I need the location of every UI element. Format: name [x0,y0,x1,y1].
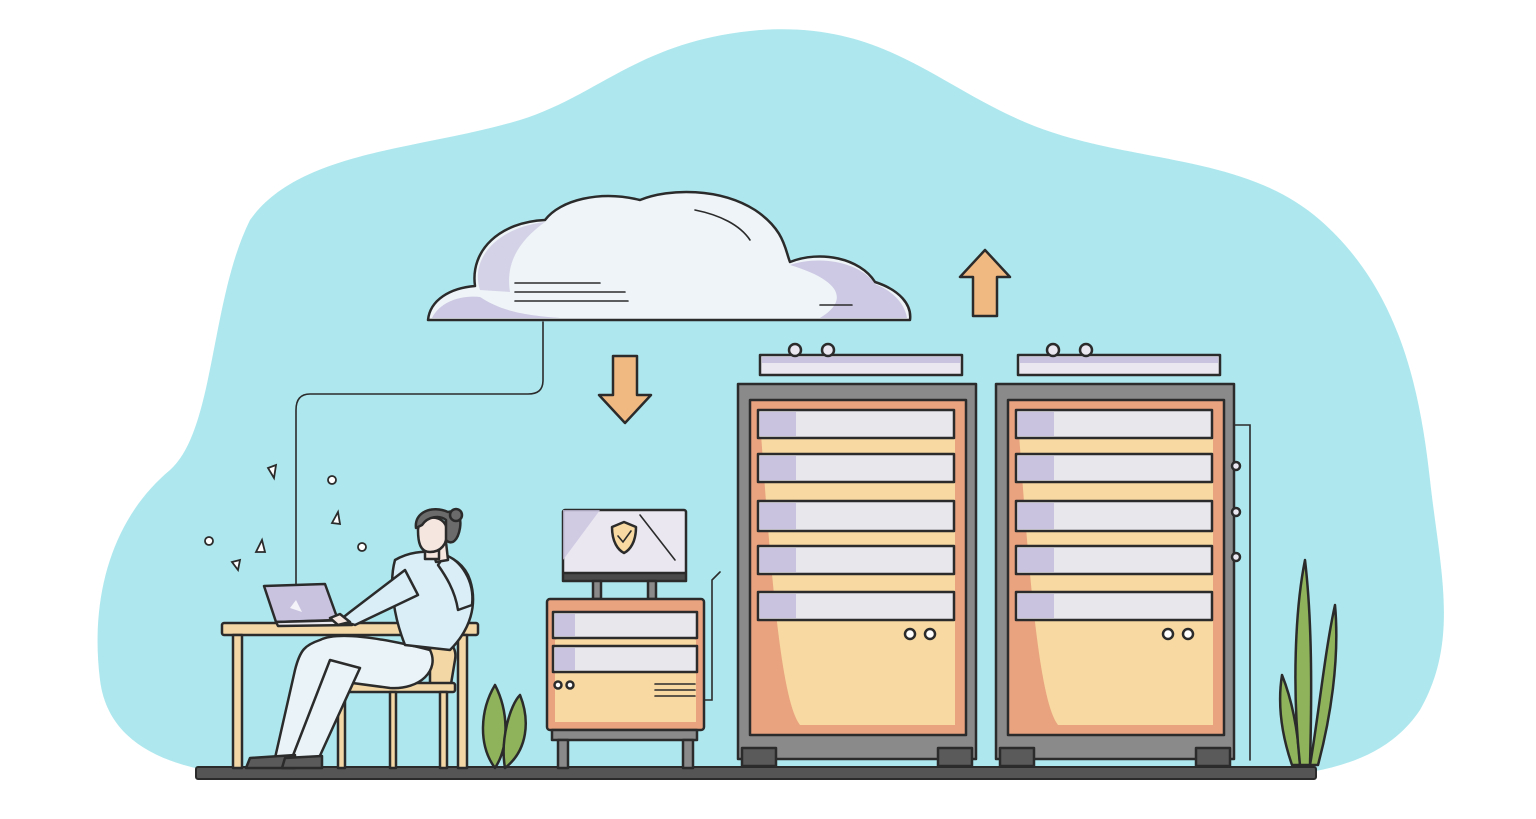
plant-icon [1278,558,1338,767]
upload-arrow-icon [958,248,1012,318]
person [244,507,475,770]
floating-particles [204,463,367,573]
server-rack-icon [994,342,1251,768]
plant-icon [481,683,527,770]
small-server-unit [545,508,721,770]
shield-check-icon [610,520,638,555]
download-arrow-icon [597,354,653,425]
cloud-icon [426,190,912,322]
cloud-cable [295,321,544,591]
floor-line [195,766,1317,780]
server-rack-icon [736,342,978,768]
